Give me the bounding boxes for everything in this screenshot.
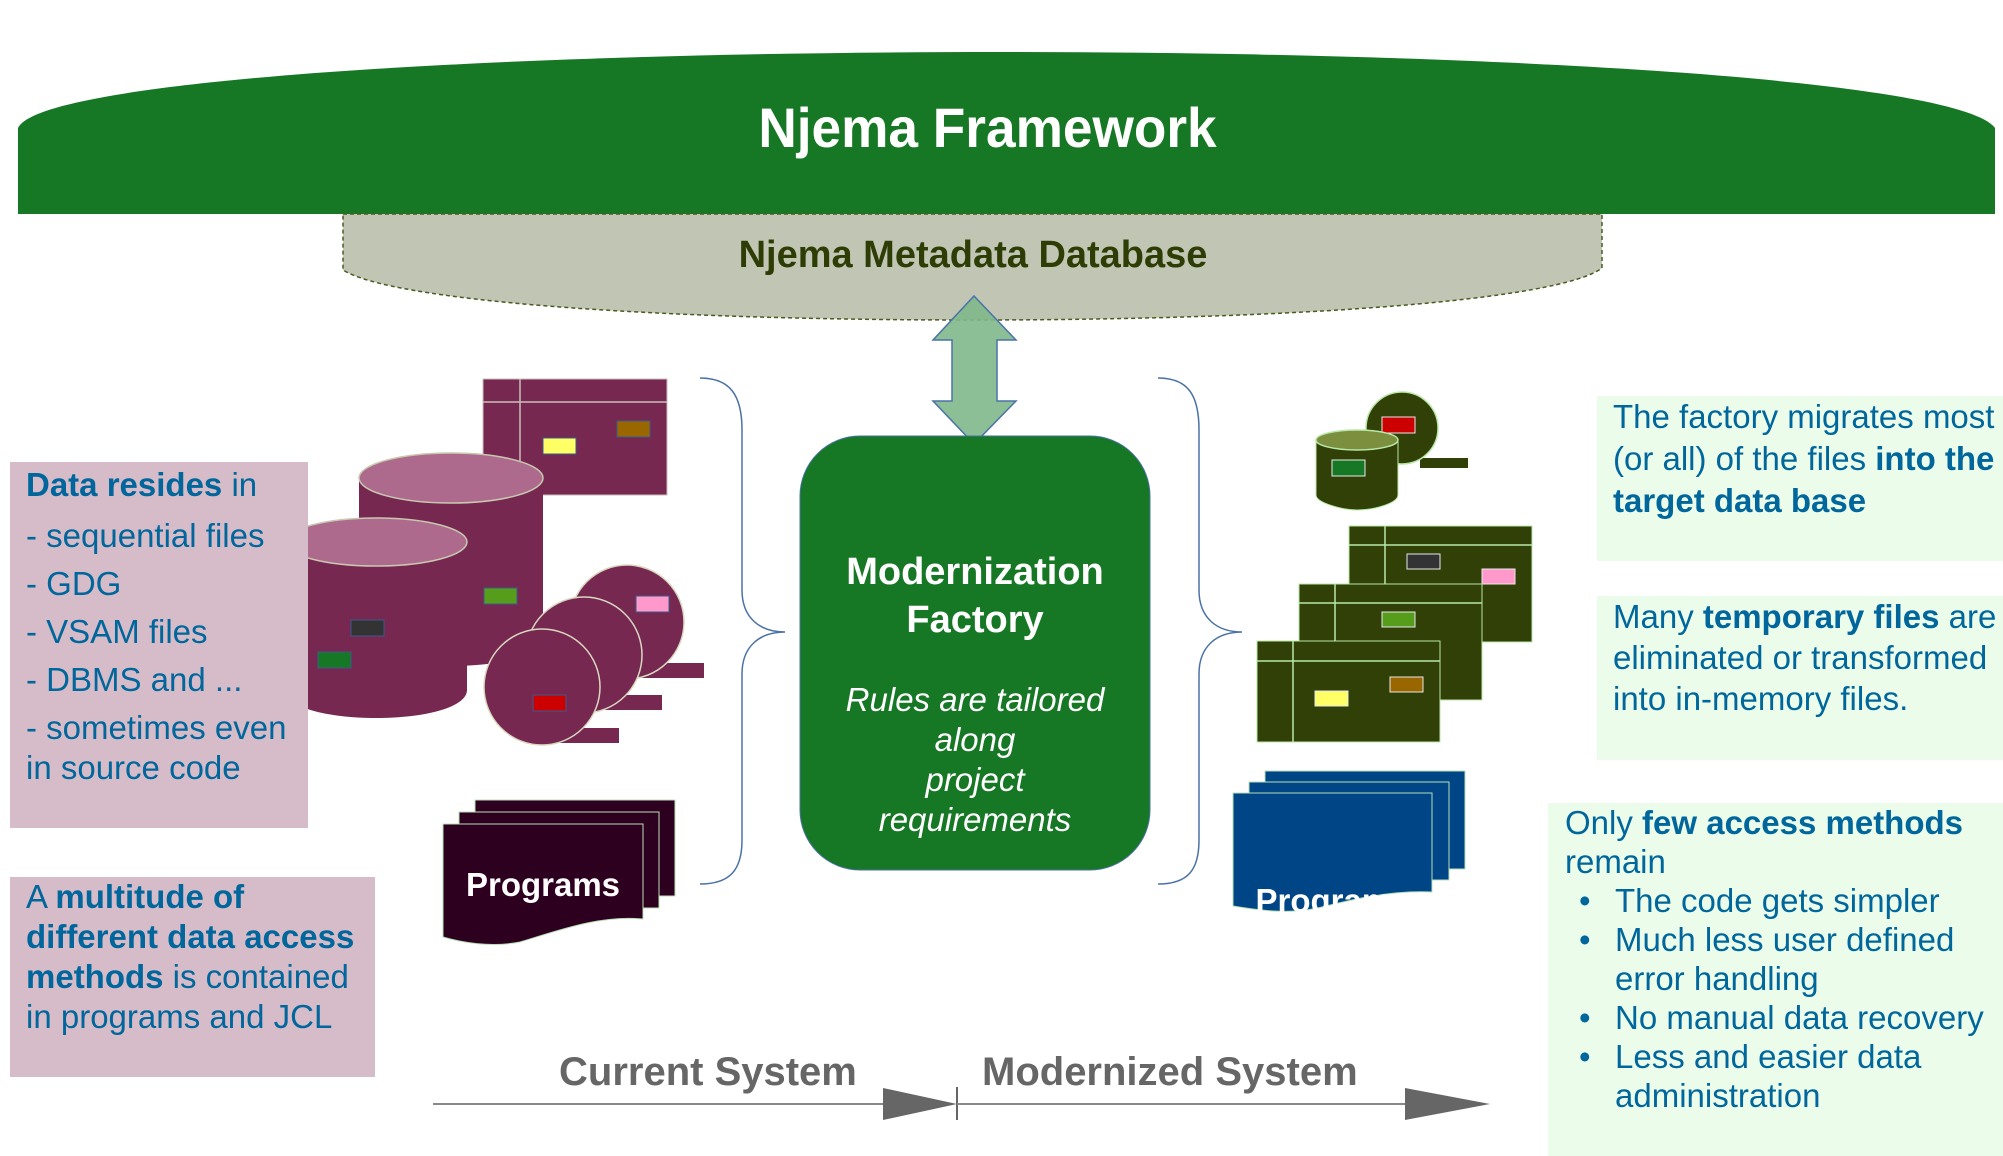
access-modern-heading: Only few access methods remain <box>1565 803 2003 881</box>
framework-band <box>18 52 1995 214</box>
modern-programs-stack <box>1232 770 1466 912</box>
left-brace <box>699 377 786 885</box>
access-modern-suffix: remain <box>1565 843 1666 880</box>
modern-database-cylinder <box>1315 429 1399 511</box>
factory-title-line2: Factory <box>906 599 1044 641</box>
current-system-label: Current System <box>559 1050 857 1094</box>
migrate-box: The factory migrates most (or all) of th… <box>1597 396 2003 561</box>
factory-title-line1: Modernization <box>846 551 1104 593</box>
legacy-tape-reels <box>483 564 704 746</box>
legacy-programs-stack <box>442 799 676 945</box>
migrate-bold: into the target data base <box>1613 440 1995 519</box>
factory-subtitle-line: requirements <box>878 801 1072 838</box>
access-legacy-suffix: is contained in programs and JCL <box>26 958 349 1035</box>
data-resides-box: Data resides in - sequential files - GDG… <box>10 462 308 828</box>
access-modern-prefix: Only <box>1565 804 1643 841</box>
factory-subtitle-line: project <box>925 761 1025 798</box>
temp-prefix: Many <box>1613 598 1703 635</box>
access-legacy-bold: multitude of different data access metho… <box>26 878 355 995</box>
bullet-item: Less and easier data administration <box>1579 1037 2003 1115</box>
access-methods-legacy-box: A multitude of different data access met… <box>10 877 375 1077</box>
modern-table-icon-front <box>1256 640 1441 743</box>
factory-subtitle-line: Rules are tailored <box>845 681 1105 718</box>
modernized-system-label: Modernized System <box>982 1050 1358 1094</box>
data-resides-item: - DBMS and ... <box>26 661 243 698</box>
access-modern-bold: few access methods <box>1642 804 1964 841</box>
access-modern-bullets: The code gets simpler Much less user def… <box>1565 881 2003 1115</box>
temporary-files-box: Many temporary files are eliminated or t… <box>1597 596 2003 760</box>
data-resides-item: - VSAM files <box>26 613 208 650</box>
right-brace <box>1157 377 1243 885</box>
temp-suffix: are eliminated or transformed into in-me… <box>1613 598 1997 717</box>
metadata-database-label: Njema Metadata Database <box>738 234 1208 276</box>
data-resides-item: - GDG <box>26 565 122 602</box>
factory-subtitle-line: along <box>934 721 1016 758</box>
data-resides-heading-rest: in <box>222 466 258 503</box>
timeline-arrow <box>433 1087 1490 1120</box>
legacy-programs-label: Programs <box>465 866 621 903</box>
modernization-factory-box <box>799 435 1151 871</box>
bullet-item: The code gets simpler <box>1579 881 2003 920</box>
migrate-text: The factory migrates most (or all) of th… <box>1613 398 1995 477</box>
data-resides-item: - sequential files <box>26 517 265 554</box>
data-resides-heading-bold: Data resides <box>26 466 223 503</box>
factory-subtitle: Rules are tailored along project require… <box>800 680 1150 840</box>
factory-title: Modernization Factory <box>800 548 1150 644</box>
data-resides-heading: Data resides in <box>26 464 308 506</box>
legacy-database-cylinder-front <box>284 517 468 718</box>
framework-title: Njema Framework <box>758 96 1217 159</box>
data-resides-item: - sometimes even in source code <box>26 709 287 786</box>
bullet-item: Much less user defined error handling <box>1579 920 2003 998</box>
modern-programs-label: Programs <box>1255 882 1410 919</box>
access-methods-modern-box: Only few access methods remain The code … <box>1548 803 2003 1156</box>
access-legacy-prefix: A <box>26 878 56 915</box>
bullet-item: No manual data recovery <box>1579 998 2003 1037</box>
temp-bold: temporary files <box>1702 598 1940 635</box>
